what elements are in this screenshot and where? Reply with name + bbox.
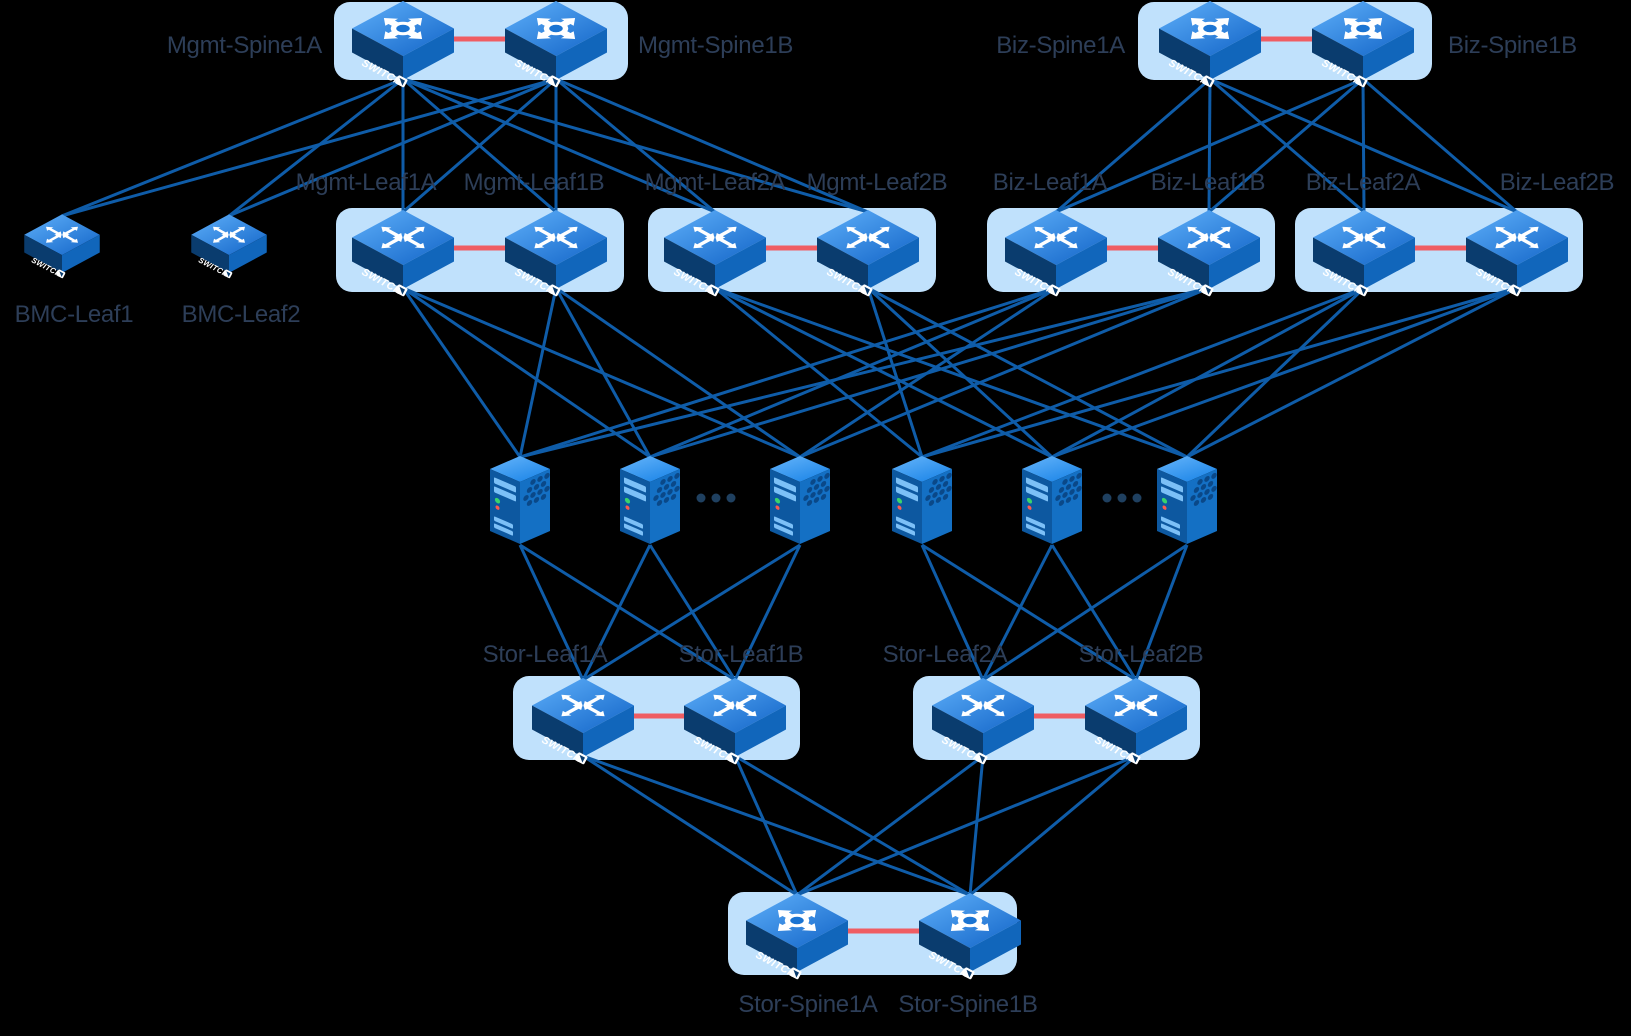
- node-label-biz-spine-1b: Biz-Spine1B: [1448, 32, 1577, 59]
- ellipsis-dots-2: [1132, 493, 1142, 503]
- link-stor-leaf-1a--stor-spine-1a: [582, 754, 798, 897]
- node-label-mgmt-leaf-2a: Mgmt-Leaf2A: [645, 169, 786, 196]
- node-label-stor-leaf-2a: Stor-Leaf2A: [883, 641, 1008, 668]
- ellipsis-dots-1: [711, 493, 721, 503]
- link-biz-spine-1b--biz-leaf-2a: [1361, 78, 1366, 213]
- link-biz-leaf-1b--server-1: [519, 286, 1210, 459]
- link-mgmt-leaf-2a--server-6: [714, 286, 1188, 459]
- link-biz-leaf-1a--server-2: [649, 286, 1057, 459]
- node-label-mgmt-spine-1b: Mgmt-Spine1B: [638, 32, 793, 59]
- server-icon-server-4: [892, 456, 952, 544]
- link-mgmt-leaf-2a--server-4: [714, 286, 923, 459]
- link-stor-leaf-1b--stor-spine-1b: [734, 754, 971, 897]
- node-label-bmc-leaf-1: BMC-Leaf1: [15, 301, 134, 328]
- link-server-2--stor-leaf-1a: [581, 544, 652, 681]
- link-biz-spine-1b--biz-leaf-2b: [1362, 77, 1518, 214]
- node-label-stor-spine-1b: Stor-Spine1B: [898, 991, 1037, 1018]
- link-mgmt-spine-1a--bmc-leaf-1: [61, 77, 404, 218]
- link-biz-spine-1a--biz-leaf-1a: [1055, 77, 1211, 214]
- server-icon-server-1: [490, 456, 550, 544]
- link-mgmt-spine-1b--bmc-leaf-1: [61, 77, 557, 218]
- node-label-mgmt-leaf-2b: Mgmt-Leaf2B: [807, 169, 948, 196]
- node-label-stor-leaf-2b: Stor-Leaf2B: [1079, 641, 1204, 668]
- link-biz-spine-1b--biz-leaf-1a: [1055, 77, 1364, 214]
- link-stor-leaf-1b--stor-spine-1a: [733, 755, 799, 896]
- link-mgmt-spine-1a--mgmt-leaf-2a: [402, 77, 716, 214]
- link-mgmt-spine-1b--mgmt-leaf-1a: [402, 77, 557, 214]
- node-label-biz-spine-1a: Biz-Spine1A: [996, 32, 1125, 59]
- link-mgmt-leaf-2b--server-4: [866, 287, 924, 458]
- node-label-mgmt-leaf-1a: Mgmt-Leaf1A: [296, 169, 437, 196]
- link-mgmt-leaf-1b--server-1: [518, 287, 558, 458]
- link-server-3--stor-leaf-1a: [582, 543, 801, 682]
- node-label-bmc-leaf-2: BMC-Leaf2: [182, 301, 301, 328]
- node-label-biz-leaf-1a: Biz-Leaf1A: [993, 169, 1108, 196]
- node-label-stor-leaf-1b: Stor-Leaf1B: [679, 641, 804, 668]
- link-biz-leaf-2b--server-6: [1186, 286, 1518, 459]
- link-biz-leaf-1a--server-1: [519, 286, 1057, 459]
- link-stor-leaf-1a--stor-spine-1b: [582, 754, 971, 897]
- node-label-biz-leaf-2b: Biz-Leaf2B: [1500, 169, 1614, 196]
- link-server-1--stor-leaf-1b: [519, 543, 736, 682]
- link-server-4--stor-leaf-2a: [920, 544, 985, 681]
- link-mgmt-spine-1a--bmc-leaf-2: [228, 77, 404, 218]
- node-label-biz-leaf-1b: Biz-Leaf1B: [1151, 169, 1265, 196]
- link-biz-leaf-1b--server-2: [649, 286, 1210, 459]
- ellipsis-dots-2: [1117, 493, 1127, 503]
- link-stor-leaf-2a--stor-spine-1a: [796, 754, 984, 897]
- ellipsis-dots-1: [696, 493, 706, 503]
- link-server-1--stor-leaf-1a: [518, 544, 585, 681]
- server-icon-server-2: [620, 456, 680, 544]
- link-mgmt-spine-1b--mgmt-leaf-2b: [555, 77, 869, 214]
- link-stor-leaf-2b--stor-spine-1b: [969, 754, 1137, 897]
- link-biz-leaf-2b--server-5: [1051, 286, 1518, 459]
- ellipsis-dots-1: [726, 493, 736, 503]
- link-server-5--stor-leaf-2a: [981, 544, 1054, 681]
- node-label-mgmt-spine-1a: Mgmt-Spine1A: [167, 32, 322, 59]
- leaf-switch-icon-bmc-leaf-2: [191, 214, 266, 280]
- link-stor-leaf-2a--stor-spine-1b: [968, 755, 985, 896]
- server-icon-server-3: [770, 456, 830, 544]
- link-server-5--stor-leaf-2b: [1050, 544, 1138, 681]
- server-icon-server-5: [1022, 456, 1082, 544]
- leaf-switch-icon-bmc-leaf-1: [24, 214, 99, 280]
- node-label-stor-leaf-1a: Stor-Leaf1A: [483, 641, 608, 668]
- link-biz-leaf-2a--server-6: [1185, 286, 1366, 459]
- link-mgmt-spine-1b--mgmt-leaf-2a: [555, 77, 716, 214]
- link-mgmt-leaf-1a--server-1: [401, 287, 522, 458]
- link-biz-leaf-2b--server-4: [921, 286, 1518, 459]
- node-label-mgmt-leaf-1b: Mgmt-Leaf1B: [464, 169, 605, 196]
- ellipsis-dots-2: [1102, 493, 1112, 503]
- link-server-3--stor-leaf-1b: [733, 544, 802, 681]
- link-stor-leaf-2b--stor-spine-1a: [796, 754, 1137, 897]
- node-label-biz-leaf-2a: Biz-Leaf2A: [1306, 169, 1421, 196]
- node-label-stor-spine-1a: Stor-Spine1A: [738, 991, 877, 1018]
- link-server-6--stor-leaf-2b: [1134, 544, 1189, 681]
- link-biz-leaf-2a--server-5: [1051, 286, 1365, 459]
- link-mgmt-spine-1b--bmc-leaf-2: [228, 77, 557, 218]
- link-server-4--stor-leaf-2b: [921, 543, 1137, 682]
- link-mgmt-leaf-1b--server-3: [555, 286, 801, 459]
- link-biz-spine-1b--biz-leaf-1b: [1208, 77, 1364, 214]
- server-icon-server-6: [1157, 456, 1217, 544]
- link-biz-leaf-2a--server-4: [921, 286, 1365, 459]
- link-server-6--stor-leaf-2a: [982, 543, 1188, 682]
- link-biz-leaf-1b--server-3: [799, 286, 1210, 459]
